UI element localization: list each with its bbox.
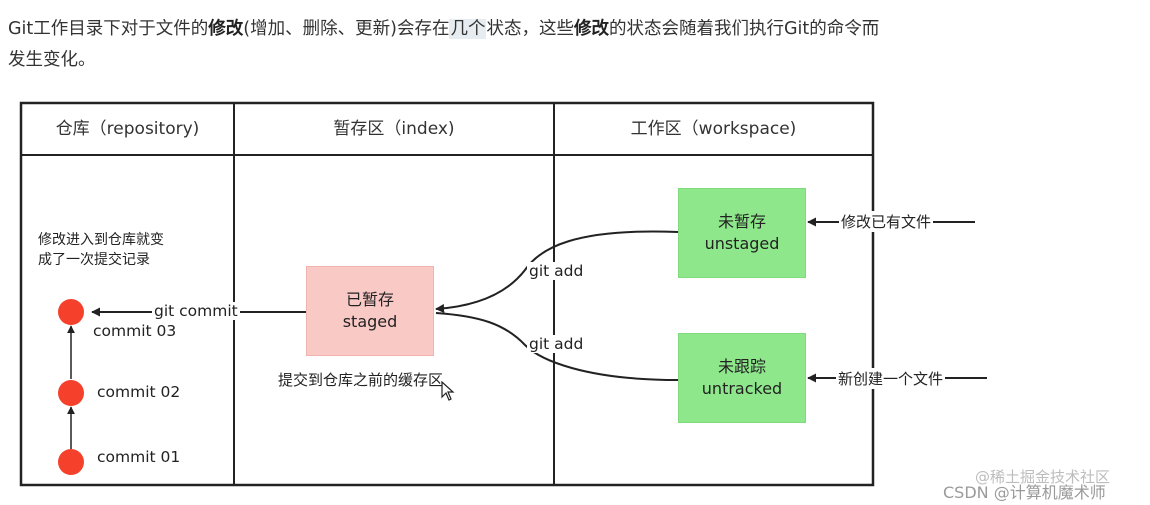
git-add-lower-label: git add [527, 335, 586, 353]
modify-existing-label: 修改已有文件 [839, 211, 934, 232]
intro-line-1: Git工作目录下对于文件的修改(增加、删除、更新)会存在几个状态，这些修改的状态… [8, 19, 880, 39]
watermark-csdn: CSDN @计算机魔术师 [943, 483, 1106, 502]
column-header-repository: 仓库（repository) [55, 119, 200, 139]
commit-label-01: commit 01 [97, 448, 181, 466]
mouse-cursor-icon [441, 381, 455, 401]
intro-bold-modify-2: 修改 [573, 19, 609, 39]
commit-label-03: commit 03 [93, 322, 177, 340]
git-add-upper-curve [435, 230, 679, 313]
intro-paragraph: Git工作目录下对于文件的修改(增加、删除、更新)会存在几个状态，这些修改的状态… [8, 14, 1008, 76]
column-header-index: 暂存区（index) [333, 119, 455, 139]
staged-note: 提交到仓库之前的缓存区 [278, 371, 444, 389]
staged-box: 已暂存 staged [306, 266, 434, 356]
column-header-workspace: 工作区（workspace) [630, 119, 797, 139]
intro-highlight: 几个 [449, 19, 487, 39]
commit-dot-01 [58, 449, 84, 475]
untracked-box: 未跟踪 untracked [678, 333, 806, 423]
git-add-upper-label: git add [527, 262, 586, 280]
commit-dot-02 [58, 380, 84, 406]
unstaged-box: 未暂存 unstaged [678, 188, 806, 278]
commit-dot-03 [58, 299, 84, 325]
intro-line-2: 发生变化。 [8, 50, 96, 70]
intro-bold-modify-1: 修改 [208, 19, 244, 39]
diagram-frame [19, 101, 875, 487]
watermark-juejin: @稀土掘金技术社区 [975, 468, 1111, 486]
commit-label-02: commit 02 [97, 383, 181, 401]
new-file-label: 新创建一个文件 [836, 368, 946, 389]
repo-note: 修改进入到仓库就变 成了一次提交记录 [38, 232, 164, 268]
git-commit-label: git commit [152, 302, 240, 320]
